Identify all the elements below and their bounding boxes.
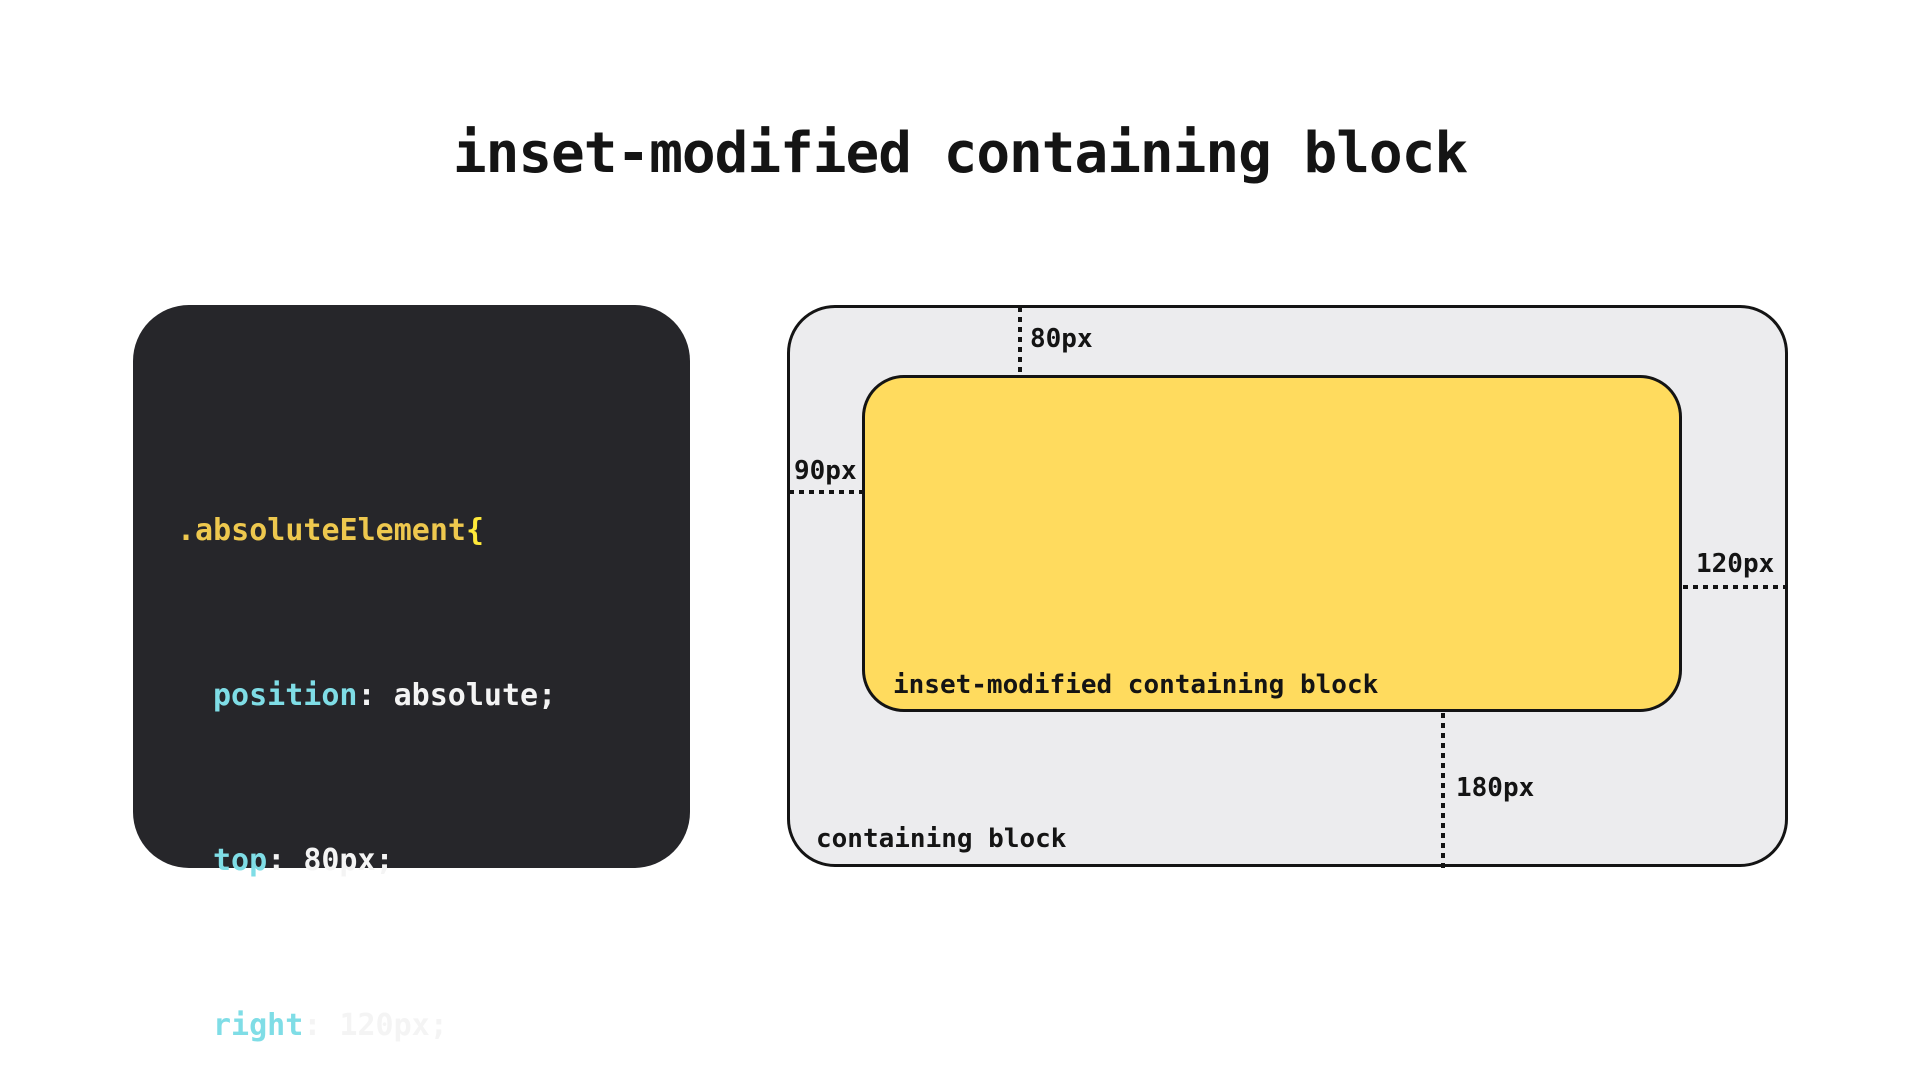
- containing-block-label: containing block: [816, 824, 1067, 854]
- right-inset-dotted-line: [1683, 585, 1793, 589]
- left-inset-label: 90px: [794, 456, 857, 486]
- top-inset-dotted-line: [1018, 307, 1022, 376]
- code-panel: .absoluteElement{ position: absolute; to…: [133, 305, 690, 1043]
- code-line: top: 80px;: [177, 833, 556, 888]
- code-line: right: 120px;: [177, 998, 556, 1053]
- open-brace: {: [465, 513, 485, 548]
- property-name: right: [213, 1008, 304, 1043]
- top-inset-label: 80px: [1030, 324, 1093, 354]
- property-value: absolute;: [393, 678, 557, 713]
- code-snippet: .absoluteElement{ position: absolute; to…: [177, 393, 556, 1080]
- separator: :: [267, 843, 304, 878]
- page-title: inset-modified containing block: [452, 121, 1468, 186]
- property-name: position: [213, 678, 358, 713]
- property-name: top: [213, 843, 268, 878]
- code-line-selector: .absoluteElement{: [177, 503, 556, 558]
- right-inset-label: 120px: [1696, 549, 1775, 579]
- bottom-inset-dotted-line: [1441, 713, 1445, 868]
- left-inset-dotted-line: [789, 490, 863, 494]
- separator: :: [357, 678, 394, 713]
- inset-modified-containing-block: [862, 375, 1682, 712]
- property-value: 120px;: [339, 1008, 448, 1043]
- inset-block-label: inset-modified containing block: [893, 670, 1379, 700]
- property-value: 80px;: [303, 843, 394, 878]
- code-line: position: absolute;: [177, 668, 556, 723]
- bottom-inset-label: 180px: [1456, 773, 1535, 803]
- css-selector: .absoluteElement: [177, 513, 466, 548]
- separator: :: [303, 1008, 340, 1043]
